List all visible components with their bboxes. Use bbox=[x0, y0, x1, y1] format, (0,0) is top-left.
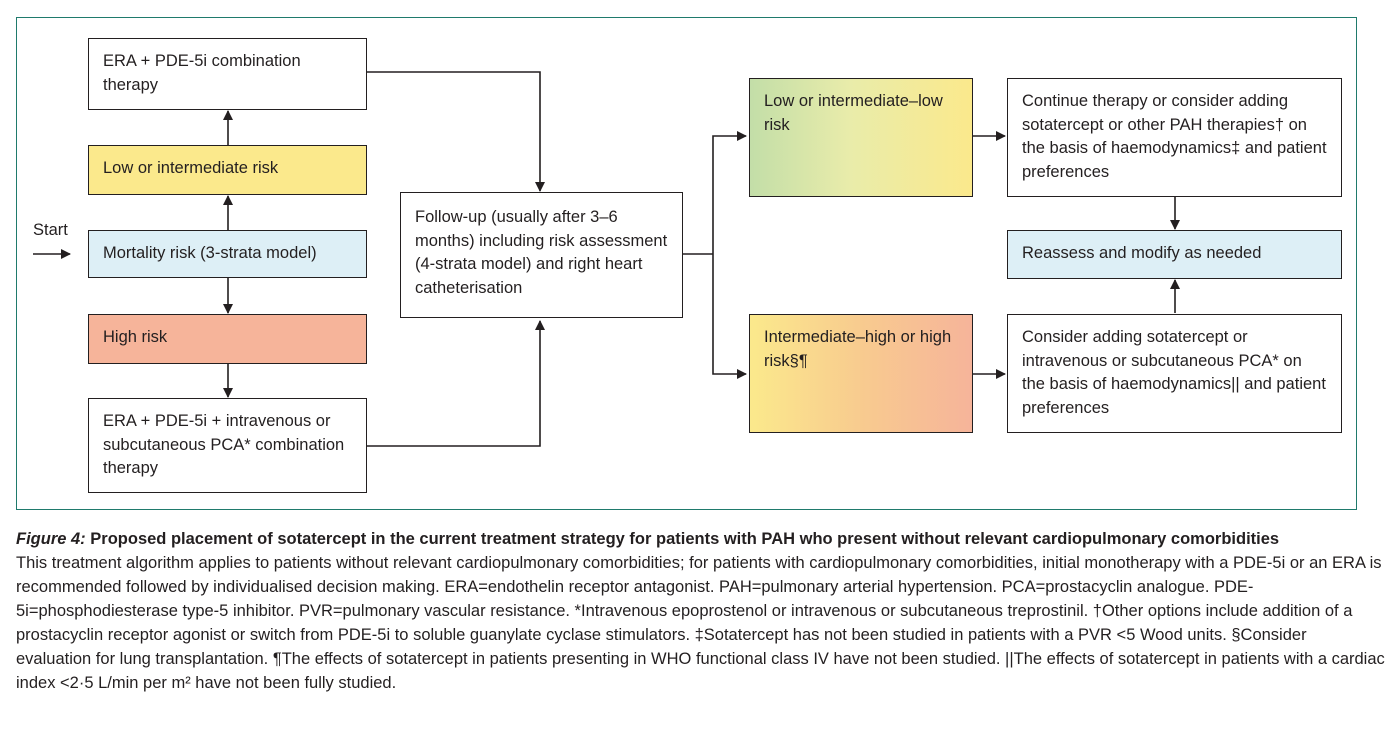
era-pde-pca-box: ERA + PDE-5i + intravenous or subcutaneo… bbox=[88, 398, 367, 493]
start-label: Start bbox=[33, 221, 68, 239]
high-risk-box: High risk bbox=[88, 314, 367, 364]
caption-body: This treatment algorithm applies to pati… bbox=[16, 554, 1385, 692]
era-pde-box: ERA + PDE-5i combination therapy bbox=[88, 38, 367, 110]
arrow-pca-to-followup bbox=[366, 320, 545, 447]
diagram-frame bbox=[16, 17, 1357, 510]
caption-title: Proposed placement of sotatercept in the… bbox=[90, 530, 1280, 548]
continue-therapy-box: Continue therapy or consider adding sota… bbox=[1007, 78, 1342, 197]
follow-up-box: Follow-up (usually after 3–6 months) inc… bbox=[400, 192, 683, 318]
caption-label: Figure 4: bbox=[16, 530, 86, 548]
low-intermediate-low-risk-box: Low or intermediate–low risk bbox=[749, 78, 973, 197]
reassess-box: Reassess and modify as needed bbox=[1007, 230, 1342, 279]
arrow-followup-to-low bbox=[712, 131, 747, 254]
figure-caption: Figure 4: Proposed placement of sotaterc… bbox=[16, 527, 1386, 695]
caption-title-line: Figure 4: Proposed placement of sotaterc… bbox=[16, 527, 1386, 551]
low-intermediate-risk-box: Low or intermediate risk bbox=[88, 145, 367, 195]
mortality-risk-box: Mortality risk (3-strata model) bbox=[88, 230, 367, 278]
consider-sotatercept-box: Consider adding sotatercept or intraveno… bbox=[1007, 314, 1342, 433]
arrow-era-to-followup bbox=[366, 71, 545, 192]
arrow-followup-to-high bbox=[712, 254, 747, 379]
intermediate-high-risk-box: Intermediate–high or high risk§¶ bbox=[749, 314, 973, 433]
